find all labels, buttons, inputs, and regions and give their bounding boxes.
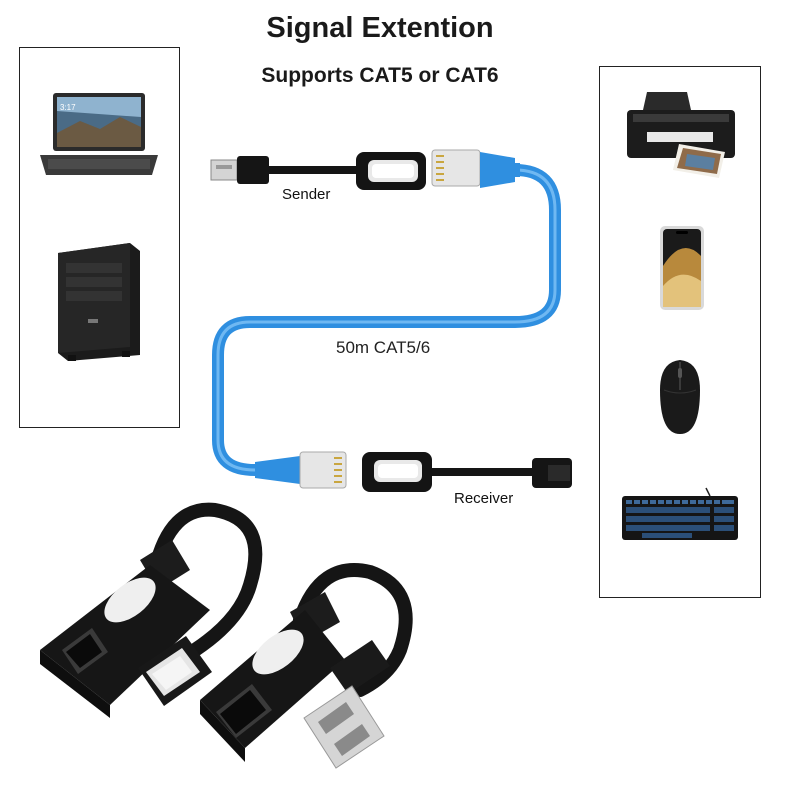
receiver-adapter-product	[40, 502, 263, 718]
ethernet-cable	[212, 164, 561, 476]
page-subtitle: Supports CAT5 or CAT6	[261, 64, 499, 87]
page-title: Signal Extention	[266, 12, 494, 44]
sender-usb-plug	[210, 156, 358, 184]
receiver-label: Receiver	[454, 490, 514, 507]
receiver-usb-socket	[532, 458, 572, 488]
sender-rj45-plug	[431, 149, 520, 188]
laptop-screen-time: 3:17	[60, 103, 76, 112]
target-devices-panel	[599, 66, 761, 598]
sender-label: Sender	[282, 186, 331, 203]
cable-length-label: 50m CAT5/6	[336, 338, 431, 357]
source-devices-panel	[19, 47, 180, 428]
receiver-rj45-plug	[255, 451, 347, 489]
sender-adapter	[356, 152, 426, 190]
sender-adapter-product	[200, 563, 413, 769]
receiver-adapter	[362, 452, 532, 492]
